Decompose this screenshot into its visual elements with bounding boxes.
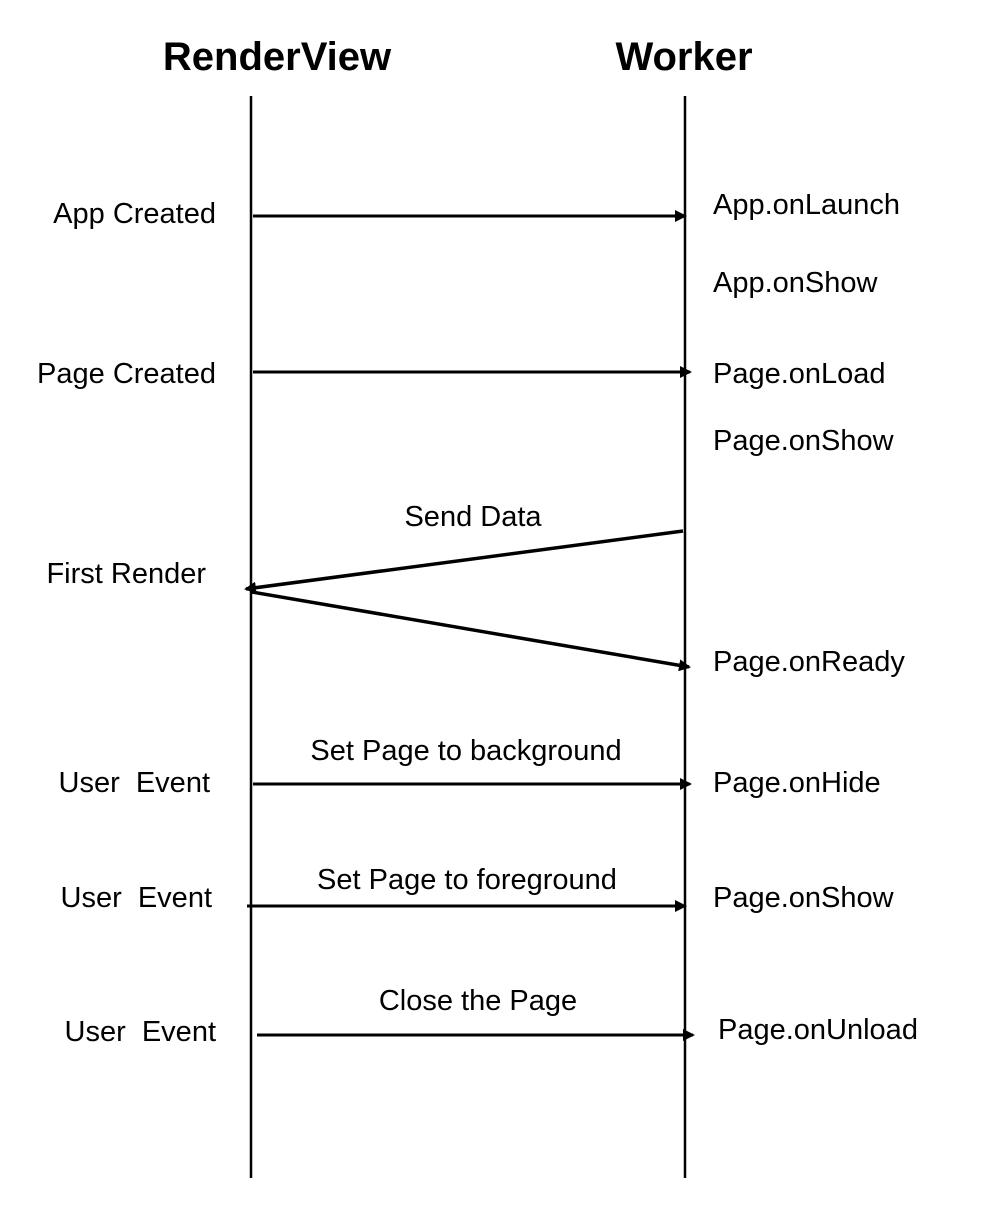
right-label-page-onready: Page.onReady <box>713 646 905 678</box>
message-label-send-data: Send Data <box>404 501 542 533</box>
message-label-set-foreground: Set Page to foreground <box>317 864 617 896</box>
left-label-page-created: Page Created <box>37 358 216 390</box>
lane-heading-renderview: RenderView <box>163 35 392 79</box>
arrow-send-data <box>244 529 684 594</box>
right-label-page-onhide: Page.onHide <box>713 767 881 799</box>
left-label-user-event-2: User Event <box>61 882 213 914</box>
right-label-app-onshow: App.onShow <box>713 267 879 299</box>
left-label-app-created: App Created <box>53 198 216 230</box>
left-label-user-event-1: User Event <box>59 767 211 799</box>
right-label-app-onlaunch: App.onLaunch <box>713 189 900 221</box>
left-label-user-event-3: User Event <box>65 1016 217 1048</box>
message-label-close-page: Close the Page <box>379 985 577 1017</box>
right-label-page-onunload: Page.onUnload <box>718 1014 918 1046</box>
message-label-set-background: Set Page to background <box>310 735 621 767</box>
arrow-first-render-to-onready <box>251 590 691 672</box>
right-label-page-onload: Page.onLoad <box>713 358 886 390</box>
right-label-page-onshow-1: Page.onShow <box>713 425 895 457</box>
left-label-first-render: First Render <box>46 558 206 590</box>
lane-heading-worker: Worker <box>615 35 752 79</box>
right-label-page-onshow-2: Page.onShow <box>713 882 895 914</box>
